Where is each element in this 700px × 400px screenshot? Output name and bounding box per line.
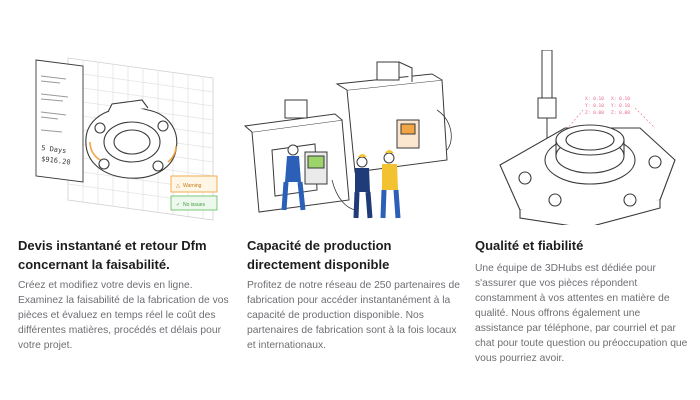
feature-instant-quote: 5 Days $916.20 △ Warn <box>18 0 233 400</box>
svg-text:X: 0.10: X: 0.10 <box>611 96 630 102</box>
feature-quality: X: 0.10 Y: 0.10 Z: 0.00 X: 0.10 Y: 0.10 … <box>475 0 690 400</box>
svg-text:△: △ <box>176 183 180 189</box>
quality-probe-illustration: X: 0.10 Y: 0.10 Z: 0.00 X: 0.10 Y: 0.10 … <box>465 50 695 225</box>
svg-text:Y: 0.10: Y: 0.10 <box>611 103 630 109</box>
warning-badge-text: Warning <box>183 183 202 189</box>
svg-text:Z: 0.00: Z: 0.00 <box>611 110 630 116</box>
feature-title: Qualité et fiabilité <box>475 238 584 253</box>
factory-machines-illustration-icon <box>243 61 452 219</box>
svg-text:Z: 0.00: Z: 0.00 <box>585 110 604 116</box>
quality-probe-illustration-icon: X: 0.10 Y: 0.10 Z: 0.00 X: 0.10 Y: 0.10 … <box>499 50 676 225</box>
feature-title: Capacité de production directement dispo… <box>247 238 392 272</box>
quote-days-text: 5 Days <box>41 144 67 155</box>
feature-description: Créez et modifiez votre devis en ligne. … <box>18 280 229 351</box>
svg-text:X: 0.10: X: 0.10 <box>585 96 604 102</box>
feature-description: Profitez de notre réseau de 250 partenai… <box>247 280 460 351</box>
cad-quote-illustration: 5 Days $916.20 △ Warn <box>8 50 238 225</box>
svg-text:Y: 0.10: Y: 0.10 <box>585 103 604 109</box>
cad-quote-illustration-icon: 5 Days $916.20 △ Warn <box>35 57 218 221</box>
feature-title: Devis instantané et retour Dfm concernan… <box>18 238 207 272</box>
svg-text:✓: ✓ <box>176 202 180 208</box>
feature-production-capacity: Capacité de production directement dispo… <box>243 0 462 400</box>
quote-price-text: $916.20 <box>41 155 71 167</box>
feature-description: Une équipe de 3DHubs est dédiée pour s'a… <box>475 263 688 364</box>
factory-machines-illustration <box>237 50 467 225</box>
ok-badge-text: No issues <box>183 202 205 208</box>
